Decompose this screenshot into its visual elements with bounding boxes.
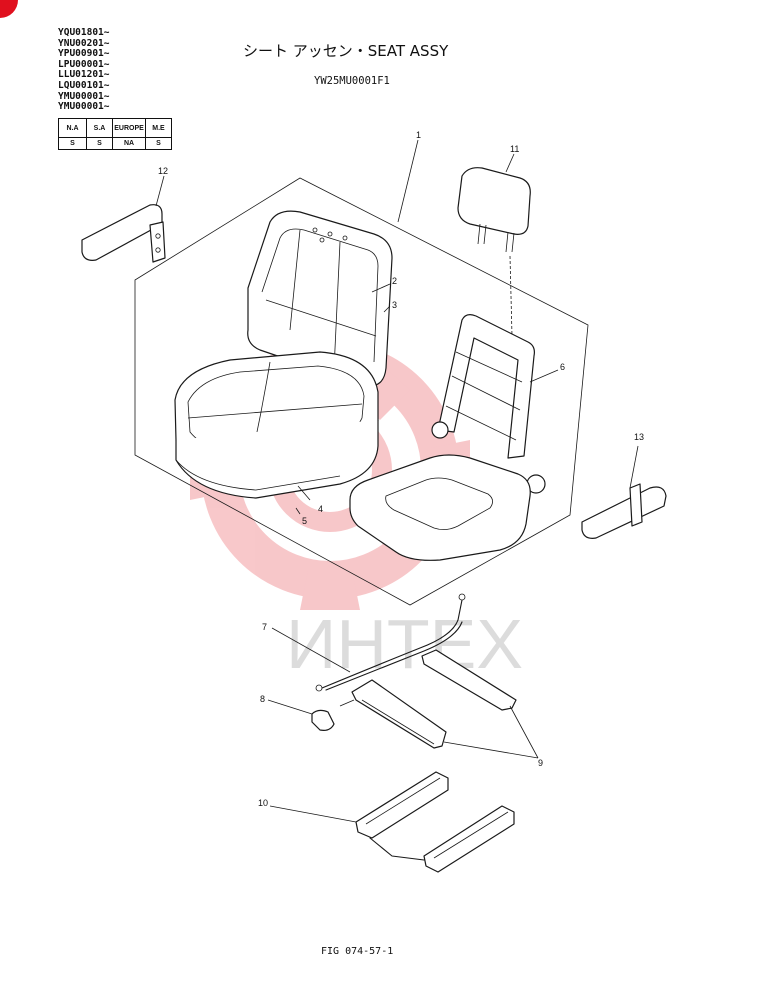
callout-4: 4 [318, 504, 323, 514]
serial-number: LQU00101~ [58, 79, 110, 91]
serial-number: YPU00901~ [58, 48, 110, 60]
serial-number: YQU01801~ [58, 27, 110, 38]
seat-frame-part [349, 314, 546, 561]
region-table: N.A S.A EUROPE M.E S S NA S [58, 118, 172, 150]
callout-8: 8 [260, 694, 265, 704]
callout-1: 1 [416, 130, 421, 140]
document-code: YW25MU0001F1 [314, 75, 390, 87]
callout-leader-lines [155, 139, 639, 823]
callout-2: 2 [392, 276, 397, 286]
serial-number-list: YQU01801~ YNU00201~ YPU00901~ LPU00001~ … [58, 27, 110, 113]
release-cable-part [315, 593, 466, 692]
knob-part [311, 709, 335, 731]
armrest-right-part [581, 483, 667, 539]
headrest-part [457, 167, 531, 337]
seat-cushion-part [174, 351, 379, 499]
callout-9: 9 [538, 758, 543, 768]
callout-13: 13 [634, 432, 644, 442]
slide-rail-assembly-part [355, 771, 515, 873]
armrest-left-part [81, 204, 166, 263]
serial-number: YMU00001~ [58, 90, 110, 102]
slide-rails-part [339, 649, 517, 749]
figure-code: FIG 074-57-1 [321, 946, 394, 957]
callout-10: 10 [258, 798, 268, 808]
serial-number: LPU00001~ [58, 58, 110, 70]
corner-marker-icon [0, 0, 18, 18]
callout-7: 7 [262, 622, 267, 632]
callout-3: 3 [392, 300, 397, 310]
serial-number: YNU00201~ [58, 37, 110, 49]
callout-5: 5 [302, 516, 307, 526]
serial-number: LLU01201~ [58, 69, 110, 81]
backrest-cushion-part [247, 210, 393, 387]
watermark-text: ИНТЕХ [286, 605, 523, 683]
callout-12: 12 [158, 166, 168, 176]
assembly-boundary-outline [134, 177, 589, 606]
callout-11: 11 [510, 144, 519, 154]
serial-number: YMU00001~ [58, 101, 110, 113]
callout-6: 6 [560, 362, 565, 372]
region-value: S [145, 137, 172, 150]
page-title: シート アッセン・SEAT ASSY [243, 42, 449, 60]
